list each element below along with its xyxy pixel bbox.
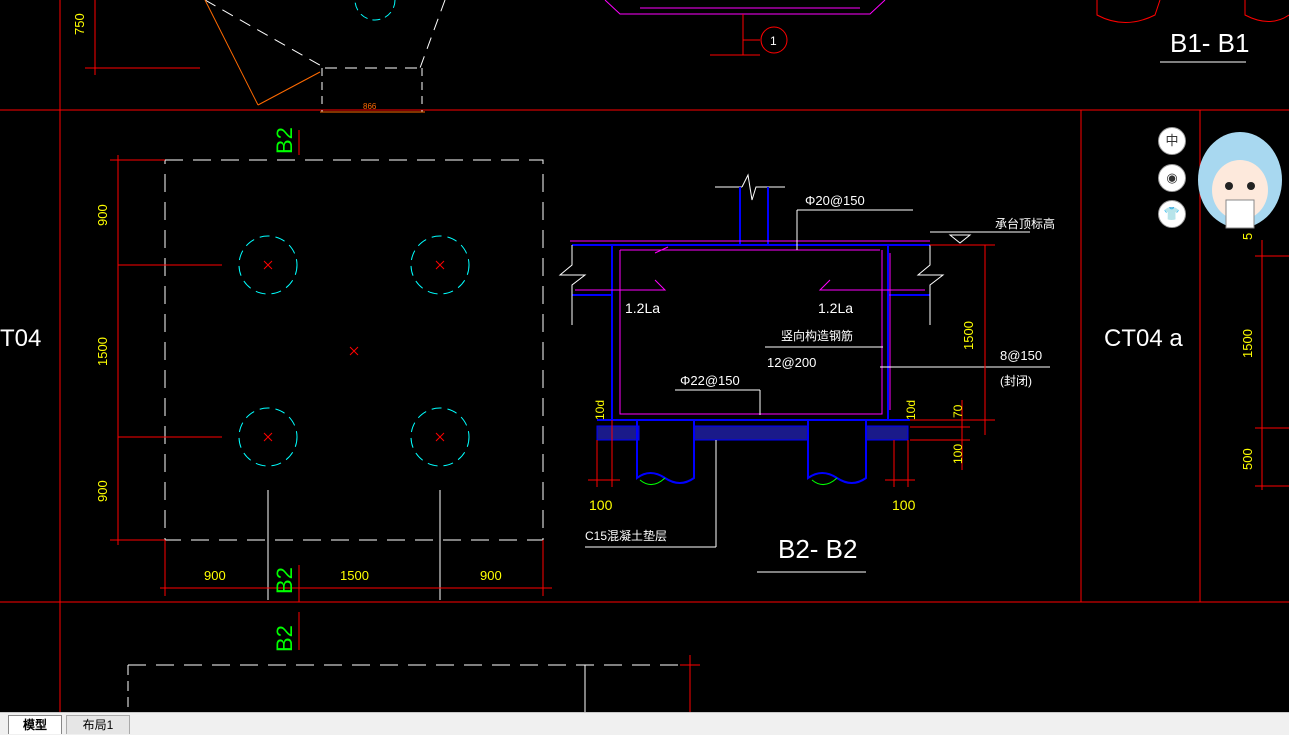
cap-top-elevation-label: 承台顶标高 — [995, 216, 1055, 231]
tab-model[interactable]: 模型 — [8, 715, 62, 734]
stirrup-label: 8@150 — [1000, 348, 1042, 363]
callout-number: 1 — [770, 34, 777, 48]
grid-lines — [0, 0, 1289, 712]
dots-button[interactable]: ◉ — [1158, 164, 1186, 192]
dim-left-900-top: 900 — [95, 204, 110, 226]
dim-bottom-1500: 1500 — [340, 568, 369, 583]
cad-drawing-canvas[interactable]: 750 866 1 B1- B1 — [0, 0, 1289, 712]
concrete-pad-label: C15混凝土垫层 — [585, 528, 667, 543]
dim-right-500: 500 — [1240, 448, 1255, 470]
language-button[interactable]: 中 — [1158, 127, 1186, 155]
vertical-bars-label: 竖向构造钢筋 — [781, 328, 853, 343]
section-label-b2: B2- B2 — [778, 534, 858, 564]
right-dims — [1255, 240, 1289, 490]
pile-cap-plan — [110, 130, 552, 650]
dim-right-5: 5 — [1240, 233, 1255, 240]
section-cut-label-bottom: B2 — [272, 625, 297, 652]
bottom-partial-detail — [127, 655, 700, 712]
top-right-detail — [1096, 0, 1289, 63]
shirt-icon: 👕 — [1163, 206, 1181, 221]
dim-750: 750 — [72, 13, 87, 35]
section-label-b1: B1- B1 — [1170, 28, 1250, 58]
rebar-bottom-label: Φ22@150 — [680, 373, 740, 388]
language-icon: 中 — [1165, 133, 1179, 148]
pile-cap-label-right: CT04 a — [1104, 325, 1183, 352]
anchor-left-label: 1.2La — [625, 300, 660, 316]
pile-cap-label-left: T04 — [0, 325, 41, 352]
dim-left-1500: 1500 — [95, 337, 110, 366]
anchor-right-label: 1.2La — [818, 300, 853, 316]
dim-bottom-900-left: 900 — [204, 568, 226, 583]
dim-section-70: 70 — [951, 404, 965, 418]
top-left-detail — [85, 0, 446, 113]
dim-866: 866 — [363, 102, 377, 111]
dim-100-left: 100 — [589, 497, 613, 513]
dim-10d-right: 10d — [904, 400, 918, 420]
section-cut-label-mid: B2 — [272, 567, 297, 594]
dim-10d-left: 10d — [593, 400, 607, 420]
mascot-avatar — [1198, 132, 1282, 229]
top-center-detail — [604, 0, 886, 56]
rebar-top-label: Φ20@150 — [805, 193, 865, 208]
dim-right-1500: 1500 — [1240, 329, 1255, 358]
tab-layout1[interactable]: 布局1 — [66, 715, 130, 734]
dots-icon: ◉ — [1166, 170, 1178, 185]
pile-centers — [263, 260, 445, 442]
dim-section-100-right: 100 — [951, 444, 965, 464]
section-b2-drawing — [558, 173, 1050, 573]
dim-left-900-bottom: 900 — [95, 480, 110, 502]
dim-100-right-bottom: 100 — [892, 497, 916, 513]
skin-button[interactable]: 👕 — [1158, 200, 1186, 228]
section-cut-label-top: B2 — [272, 127, 297, 154]
dim-section-1500: 1500 — [961, 321, 976, 350]
stirrup-note: (封闭) — [1000, 374, 1032, 388]
vertical-bars-spec: 12@200 — [767, 355, 816, 370]
layout-tab-bar: 模型 布局1 — [0, 712, 1289, 735]
dim-bottom-900-right: 900 — [480, 568, 502, 583]
pile-circles — [238, 235, 470, 467]
